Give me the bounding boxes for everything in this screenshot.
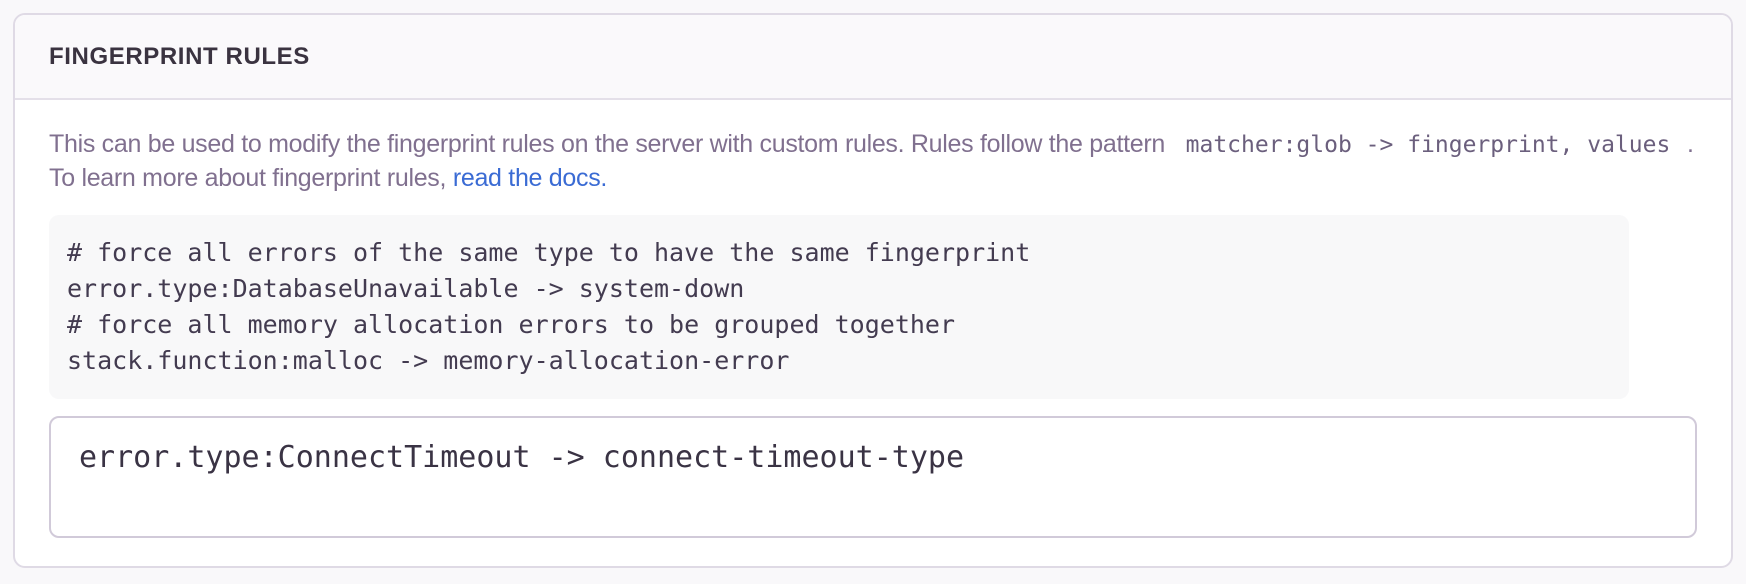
- panel-header: FINGERPRINT RULES: [15, 15, 1731, 100]
- read-the-docs-link[interactable]: read the docs.: [452, 164, 608, 192]
- description-before-code: This can be used to modify the fingerpri…: [49, 130, 1165, 158]
- example-code-block: # force all errors of the same type to h…: [49, 215, 1629, 399]
- pattern-inline-code-part-1: matcher:glob -> fingerprint,: [1185, 132, 1574, 158]
- fingerprint-rules-panel: FINGERPRINT RULES This can be used to mo…: [13, 13, 1733, 568]
- fingerprint-rules-textarea[interactable]: error.type:ConnectTimeout -> connect-tim…: [49, 416, 1697, 538]
- panel-title: FINGERPRINT RULES: [49, 42, 310, 70]
- pattern-inline-code-part-2: values: [1587, 132, 1671, 158]
- pattern-inline-code: matcher:glob -> fingerprint, values: [1172, 132, 1681, 158]
- panel-body: This can be used to modify the fingerpri…: [15, 100, 1731, 566]
- description-after-code: . To learn more about fingerprint rules,: [49, 130, 1694, 192]
- description-text: This can be used to modify the fingerpri…: [49, 128, 1697, 195]
